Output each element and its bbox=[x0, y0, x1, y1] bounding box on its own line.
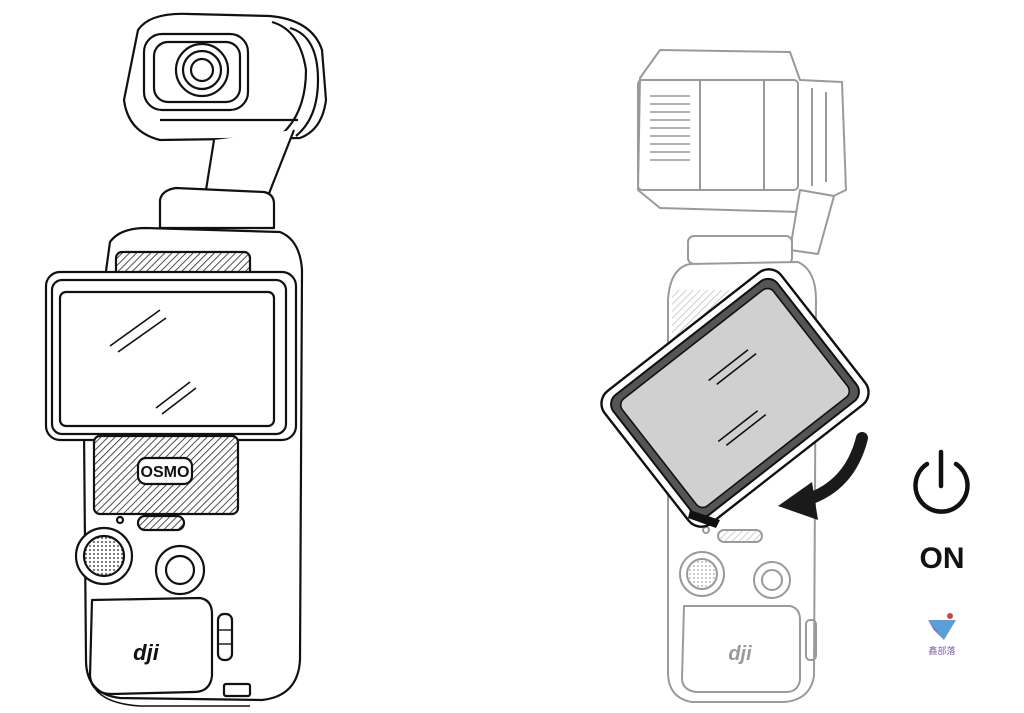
right-dji-logo: dji bbox=[728, 643, 752, 665]
left-gimbal-arm bbox=[204, 129, 296, 198]
rotation-arrow-icon bbox=[778, 432, 868, 520]
right-mic-slot bbox=[717, 529, 763, 543]
left-mic-slot bbox=[136, 514, 186, 532]
left-dji-logo: dji bbox=[133, 640, 160, 665]
left-record-button bbox=[154, 544, 206, 596]
left-gimbal-head bbox=[122, 12, 328, 142]
power-icon bbox=[913, 449, 970, 514]
left-flip-screen bbox=[44, 270, 298, 442]
left-osmo-badge bbox=[136, 456, 194, 486]
right-lower-panel bbox=[681, 605, 801, 693]
right-flip-screen bbox=[600, 268, 870, 528]
power-on-label: ON bbox=[920, 542, 965, 575]
left-lower-panel bbox=[88, 596, 214, 696]
right-neck bbox=[687, 235, 793, 265]
left-device bbox=[44, 12, 328, 707]
watermark-text: 鑫部落 bbox=[928, 645, 955, 657]
left-osmo-label: OSMO bbox=[141, 464, 190, 481]
right-record-button bbox=[753, 561, 791, 599]
right-gimbal-arm bbox=[789, 189, 835, 255]
right-gimbal-head bbox=[637, 49, 847, 213]
watermark-logo-icon bbox=[928, 613, 956, 640]
left-neck bbox=[158, 186, 276, 230]
